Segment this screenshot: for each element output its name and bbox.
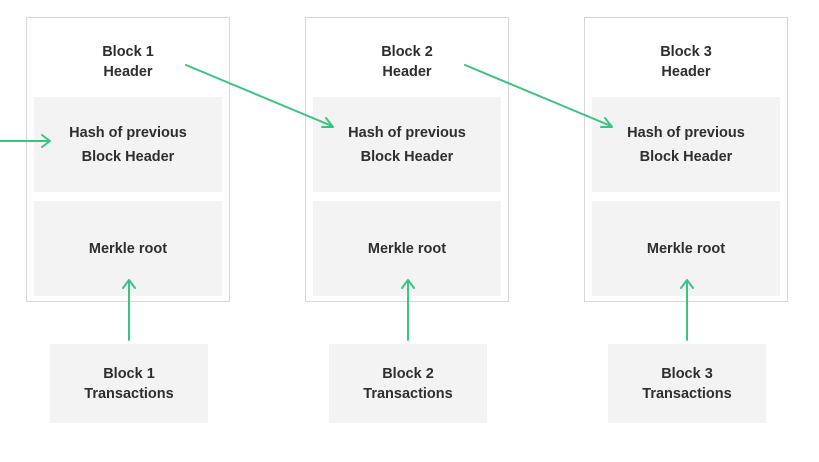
- block-2-tx-line2: Transactions: [363, 385, 453, 402]
- block-1: Block 1 Header Hash of previous Block He…: [26, 17, 230, 302]
- block-3-tx-line1: Block 3: [661, 365, 713, 382]
- arrow-tx-1-to-merkle: [122, 279, 136, 341]
- block-2-prev-hash-cell: Hash of previous Block Header: [313, 97, 501, 192]
- block-3-tx-line2: Transactions: [642, 385, 732, 402]
- block-3-header-line1: Block 3: [660, 44, 712, 60]
- block-1-header-line2: Header: [103, 64, 153, 80]
- block-2-hash-line1: Hash of previous: [348, 124, 466, 141]
- block-1-prev-hash-cell: Hash of previous Block Header: [34, 97, 222, 192]
- block-2-header: Block 2 Header: [306, 42, 508, 82]
- arrow-block-2-to-block-3: [464, 64, 613, 128]
- block-2-hash-line2: Block Header: [360, 148, 454, 165]
- block-2-header-line2: Header: [382, 64, 432, 80]
- block-1-hash-line2: Block Header: [81, 148, 175, 165]
- block-1-header-line1: Block 1: [102, 44, 154, 60]
- block-3-hash-line1: Hash of previous: [627, 124, 745, 141]
- block-3-merkle-label: Merkle root: [646, 240, 726, 257]
- block-1-merkle-label: Merkle root: [88, 240, 168, 257]
- arrow-block-1-to-block-2: [185, 64, 334, 128]
- block-1-hash-line1: Hash of previous: [69, 124, 187, 141]
- block-3: Block 3 Header Hash of previous Block He…: [584, 17, 788, 302]
- block-2-merkle-label: Merkle root: [367, 240, 447, 257]
- incoming-arrow-block-1: [0, 134, 51, 148]
- block-3-header-line2: Header: [661, 64, 711, 80]
- arrow-tx-2-to-merkle: [401, 279, 415, 341]
- block-3-transactions-box: Block 3 Transactions: [608, 344, 766, 423]
- block-1-header: Block 1 Header: [27, 42, 229, 82]
- block-1-transactions-box: Block 1 Transactions: [50, 344, 208, 423]
- block-2-transactions-box: Block 2 Transactions: [329, 344, 487, 423]
- arrow-tx-3-to-merkle: [680, 279, 694, 341]
- block-2-tx-line1: Block 2: [382, 365, 434, 382]
- block-3-prev-hash-cell: Hash of previous Block Header: [592, 97, 780, 192]
- block-3-header: Block 3 Header: [585, 42, 787, 82]
- block-1-tx-line1: Block 1: [103, 365, 155, 382]
- block-2: Block 2 Header Hash of previous Block He…: [305, 17, 509, 302]
- block-3-hash-line2: Block Header: [639, 148, 733, 165]
- block-2-header-line1: Block 2: [381, 44, 433, 60]
- block-1-tx-line2: Transactions: [84, 385, 174, 402]
